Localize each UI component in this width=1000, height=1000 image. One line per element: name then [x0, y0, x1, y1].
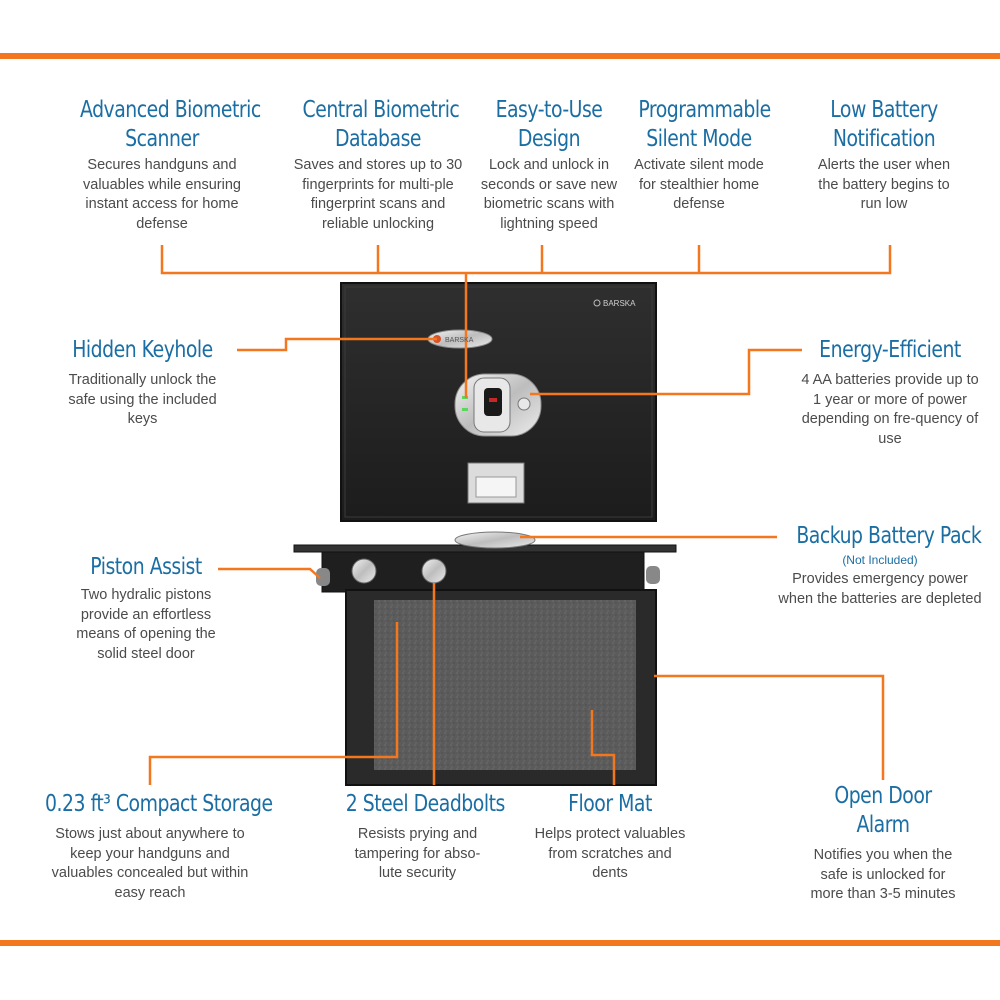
feature-title: 2 Steel Deadbolts [345, 791, 506, 817]
feature-title: Programmable [638, 97, 771, 123]
feature-piston-assist: Piston Assist Two hydralic pistons provi… [62, 553, 230, 664]
safe-open-door [293, 531, 677, 593]
feature-title: Advanced Biometric [80, 97, 261, 123]
feature-title: Design [517, 126, 581, 152]
feature-title: Silent Mode [646, 126, 752, 152]
feature-title: Easy-to-Use [495, 97, 603, 123]
feature-easy-design: Easy-to-Use Design Lock and unlock in se… [474, 96, 624, 234]
badge-brand-label: BARSKA [445, 337, 474, 344]
feature-compact-storage: 0.23 ft³ Compact Storage Stows just abou… [22, 790, 278, 903]
feature-deadbolts: 2 Steel Deadbolts Resists prying and tam… [330, 790, 506, 884]
feature-title: Piston Assist [90, 554, 202, 580]
feature-desc: Activate silent mode for stealthier home… [634, 157, 764, 212]
feature-desc: Two hydralic pistons provide an effortle… [76, 587, 216, 662]
feature-backup-battery: Backup Battery Pack (Not Included) Provi… [778, 522, 982, 609]
feature-desc: Stows just about anywhere to keep your h… [51, 826, 249, 901]
feature-desc: Notifies you when the safe is unlocked f… [810, 847, 956, 902]
feature-desc: Helps protect valuables from scratches a… [534, 826, 686, 881]
lid-brand-label: BARSKA [603, 299, 636, 308]
feature-low-battery: Low Battery Notification Alerts the user… [806, 96, 962, 215]
feature-desc: Traditionally unlock the safe using the … [68, 372, 217, 427]
bottom-orange-band [0, 940, 1000, 946]
feature-title: Energy-Efficient [819, 337, 961, 363]
feature-desc: Alerts the user when the battery begins … [817, 157, 951, 212]
safe-body [345, 589, 657, 786]
feature-energy-efficient: Energy-Efficient 4 AA batteries provide … [797, 336, 983, 449]
feature-desc: Provides emergency power when the batter… [778, 571, 982, 607]
feature-title: Backup Battery Pack [796, 523, 982, 549]
feature-floor-mat: Floor Mat Helps protect valuables from s… [534, 790, 686, 884]
feature-open-door-alarm: Open Door Alarm Notifies you when the sa… [808, 782, 958, 905]
feature-title: Alarm [856, 812, 910, 838]
feature-silent-mode: Programmable Silent Mode Activate silent… [625, 96, 773, 215]
feature-title: Low Battery [830, 97, 938, 123]
feature-note: (Not Included) [842, 553, 918, 567]
feature-central-database: Central Biometric Database Saves and sto… [286, 96, 470, 234]
feature-title: Floor Mat [568, 791, 652, 817]
feature-desc: 4 AA batteries provide up to 1 year or m… [801, 372, 979, 447]
feature-advanced-biometric: Advanced Biometric Scanner Secures handg… [62, 96, 262, 234]
safe-lid [340, 282, 657, 522]
feature-desc: Lock and unlock in seconds or save new b… [480, 157, 618, 232]
callout-lines [148, 245, 892, 785]
feature-title: Open Door [834, 783, 932, 809]
feature-desc: Secures handguns and valuables while ens… [83, 157, 241, 232]
feature-title: Database [334, 126, 422, 152]
feature-desc: Resists prying and tampering for abso-lu… [354, 826, 481, 881]
feature-title: Scanner [125, 126, 199, 152]
feature-desc: Saves and stores up to 30 fingerprints f… [293, 157, 463, 232]
feature-title: Hidden Keyhole [72, 337, 213, 363]
feature-title: Notification [832, 126, 936, 152]
top-orange-band [0, 53, 1000, 59]
feature-title: Central Biometric [302, 97, 460, 123]
feature-title: 0.23 ft³ Compact Storage [45, 791, 273, 817]
feature-hidden-keyhole: Hidden Keyhole Traditionally unlock the … [55, 336, 230, 430]
